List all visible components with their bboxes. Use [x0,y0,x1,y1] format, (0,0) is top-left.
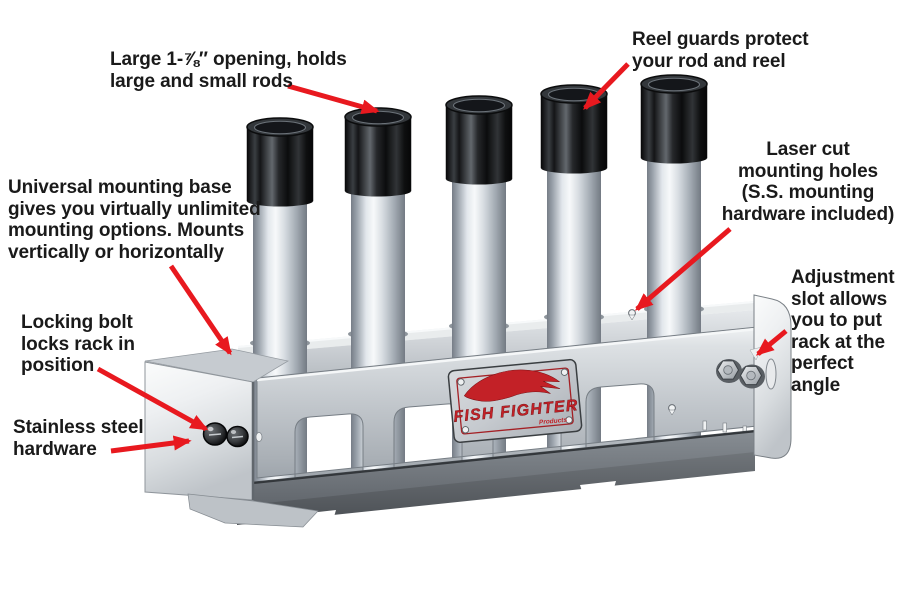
logo-plate: FISH FIGHTER Products [447,358,583,444]
reel-guard-cap-4 [540,93,608,169]
annotation-stainless-steel: Stainless steel hardware [13,417,144,460]
arrow-adjustment-slot [755,329,788,356]
arrow-reel-guards [583,62,630,110]
skid-lower [237,452,755,525]
rod-holders [246,74,708,495]
reel-guard-cap-3 [445,104,513,180]
callout-arrows [96,62,788,454]
logo-plate-screws [457,368,573,434]
front-rail-highlight [256,327,758,382]
laser-cut-holes [628,309,747,436]
rod-tube-2 [344,107,412,485]
annotation-universal-base: Universal mounting base gives you virtua… [8,177,261,263]
annotation-laser-cut: Laser cut mounting holes (S.S. mounting … [721,139,895,225]
arrow-locking-bolt [96,366,209,432]
reel-guard-cap-5 [640,83,708,159]
annotation-large-opening: Large 1-⅞″ opening, holds large and smal… [110,49,347,92]
hex-bolt-1 [716,359,742,383]
arrow-universal-base [168,264,233,356]
tube-opening-3 [453,98,505,113]
hex-bolt-2 [739,364,765,389]
reel-guard-cap-2 [344,116,412,192]
rack-bottom-skids [204,428,769,530]
annotation-locking-bolt: Locking bolt locks rack in position [21,312,135,376]
brand-tagline: Products [539,417,568,427]
tube-opening-2 [352,110,404,125]
base-bottom-bracket [187,493,319,528]
annotation-adjustment-slot: Adjustment slot allows you to put rack a… [791,267,895,396]
rack-left-end [144,348,319,528]
adjustment-slot [765,358,777,390]
arrow-stainless-hardware [110,435,192,454]
skid-notch-2 [580,481,616,501]
locking-bolt-1 [202,422,228,446]
tube-opening-5 [648,77,700,92]
hinge-pin [255,432,263,442]
arrow-laser-cut [634,227,732,311]
tube-opening-1 [254,120,306,135]
reel-guard-cap-1 [246,126,314,202]
arrow-large-opening [287,83,380,115]
annotation-reel-guards: Reel guards protect your rod and reel [632,29,809,72]
locking-bolt-2 [226,425,249,448]
fish-logo-icon [463,369,561,402]
